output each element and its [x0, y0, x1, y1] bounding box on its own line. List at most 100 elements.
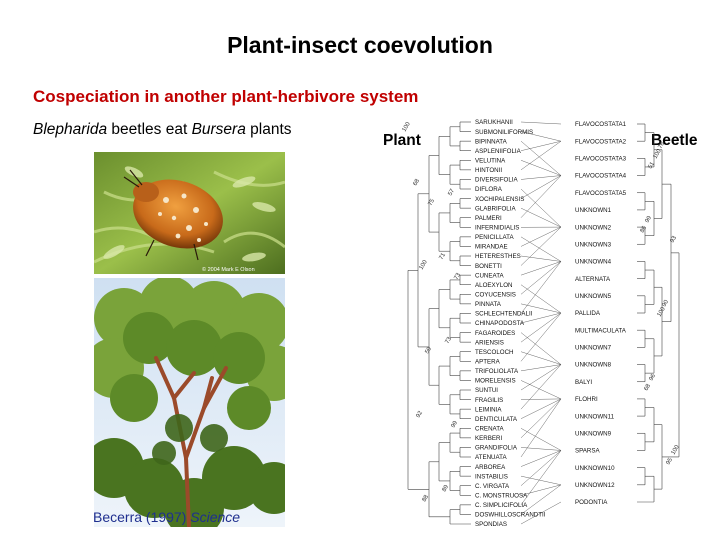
plant-taxon-label: DIFLORA: [475, 186, 503, 193]
beetle-taxon-label: FLAVOCOSTATA1: [575, 121, 627, 128]
node-support-value: 73: [445, 336, 454, 345]
node-support-value: 71: [439, 252, 448, 261]
plant-taxon-label: TESCOLOCH: [475, 349, 514, 356]
association-line: [520, 175, 562, 199]
beetle-taxon-label: MULTIMACULATA: [575, 327, 627, 334]
plant-taxon-label: INSTABILIS: [475, 473, 508, 480]
association-line: [520, 261, 562, 314]
association-line: [520, 398, 562, 458]
association-line: [520, 121, 562, 125]
slide-subtitle: Cospeciation in another plant-herbivore …: [33, 87, 419, 106]
association-line: [520, 131, 562, 142]
beetle-taxon-label: UNKNOWN5: [575, 293, 612, 300]
plant-taxon-label: MORELENSIS: [475, 378, 516, 385]
plant-taxon-label: C. MONSTRUOSA: [475, 492, 528, 499]
association-line: [520, 140, 562, 176]
node-support-value: 73: [454, 272, 463, 281]
node-support-value: 68: [644, 383, 653, 392]
association-line: [520, 450, 562, 486]
association-line: [520, 398, 562, 400]
plant-taxon-label: ARIENSIS: [475, 339, 504, 346]
association-line: [520, 484, 562, 496]
association-line: [520, 398, 562, 439]
plant-taxon-label: PALMERI: [475, 215, 502, 222]
node-support-value: 51: [648, 161, 657, 170]
association-line: [520, 312, 562, 362]
beetle-taxon-label: FLAVOCOSTATA3: [575, 156, 627, 163]
association-line: [520, 398, 562, 419]
association-line: [520, 226, 562, 266]
beetle-taxon-label: UNKNOWN11: [575, 413, 615, 420]
description-middle: beetles eat: [107, 121, 192, 138]
node-support-value: 92: [416, 410, 425, 419]
plant-taxon-label: CHINAPODOSTA: [475, 320, 525, 327]
node-support-value: 99: [451, 420, 460, 429]
citation-journal: Science: [190, 509, 241, 525]
plant-taxon-label: APTERA: [475, 358, 501, 365]
association-line: [520, 261, 562, 276]
node-support-value: 100: [657, 306, 668, 318]
plant-taxon-label: SARUKHANII: [475, 119, 513, 126]
association-line: [520, 284, 562, 314]
beetle-taxon-label: UNKNOWN3: [575, 241, 612, 248]
plant-taxon-label: VELUTINA: [475, 157, 506, 164]
slide-title: Plant-insect coevolution: [227, 32, 493, 58]
plant-taxon-label: LEIMINIA: [475, 406, 502, 413]
node-support-value: 100: [653, 148, 664, 160]
beetle-label: Beetle: [651, 132, 698, 149]
association-line: [520, 364, 562, 410]
node-support-value: 68: [413, 178, 422, 187]
plant-taxon-label: HINTONII: [475, 167, 502, 174]
beetle-taxon-label: PODONTIA: [575, 499, 608, 506]
association-line: [520, 175, 562, 180]
association-line: [520, 255, 562, 262]
plant-taxon-label: DENTICULATA: [475, 416, 518, 423]
node-support-value: 100: [671, 444, 682, 456]
plant-taxon-label: XOCHIPALENSIS: [475, 196, 524, 203]
beetle-taxon-label: BALYI: [575, 379, 592, 386]
plant-taxon-label: GLABRIFOLIA: [475, 205, 516, 212]
association-line: [520, 312, 562, 343]
association-line: [520, 140, 562, 151]
node-support-value: 99: [645, 215, 654, 224]
node-support-value: 76: [658, 141, 667, 150]
plant-label: Plant: [383, 132, 421, 149]
association-line: [520, 380, 562, 400]
association-line: [520, 140, 562, 171]
beetle-taxon-label: UNKNOWN2: [575, 224, 612, 231]
node-support-value: 90: [662, 299, 671, 308]
plant-taxon-label: ARBOREA: [475, 464, 506, 471]
beetle-taxon-label: FLAVOCOSTATA2: [575, 138, 627, 145]
association-line: [520, 364, 562, 391]
beetle-taxon-label: FLAVOCOSTATA5: [575, 190, 627, 197]
plant-taxon-label: SUNTUI: [475, 387, 498, 394]
beetle-taxon-label: UNKNOWN7: [575, 345, 612, 352]
plant-taxon-label: FRAGILIS: [475, 397, 503, 404]
association-line: [520, 447, 562, 451]
plant-genus: Bursera: [191, 121, 246, 138]
plant-taxon-label: ALOEXYLON: [475, 282, 513, 289]
bursera-tree-photo: [94, 278, 285, 527]
plant-taxon-label: ATENUATA: [475, 454, 507, 461]
node-support-value: 75: [428, 198, 437, 207]
plant-taxon-label: CRENATA: [475, 425, 505, 432]
beetle-taxon-label: UNKNOWN4: [575, 259, 612, 266]
plant-taxon-label: INFERNIDIALIS: [475, 224, 519, 231]
plant-taxon-label: BIPINNATA: [475, 138, 508, 145]
association-line: [520, 364, 562, 372]
beetle-taxon-label: FLOHRI: [575, 396, 598, 403]
association-line: [520, 484, 562, 515]
plant-taxon-label: C. SIMPLICIFOLIA: [475, 502, 528, 509]
plant-taxon-label: COYUCENSIS: [475, 291, 516, 298]
description-end: plants: [245, 121, 292, 138]
association-line: [520, 207, 562, 228]
plant-taxon-label: SPONDIAS: [475, 521, 507, 528]
plant-taxon-label: FAGAROIDES: [475, 330, 515, 337]
node-support-value: 100: [402, 121, 413, 133]
plant-taxon-label: KERBERI: [475, 435, 502, 442]
description-line: Blepharida beetles eat Bursera plants: [33, 121, 292, 139]
association-line: [520, 450, 562, 467]
beetle-photo: © 2004 Mark E Olson: [94, 152, 285, 274]
node-support-value: 57: [448, 188, 457, 197]
beetle-taxon-label: UNKNOWN8: [575, 362, 612, 369]
